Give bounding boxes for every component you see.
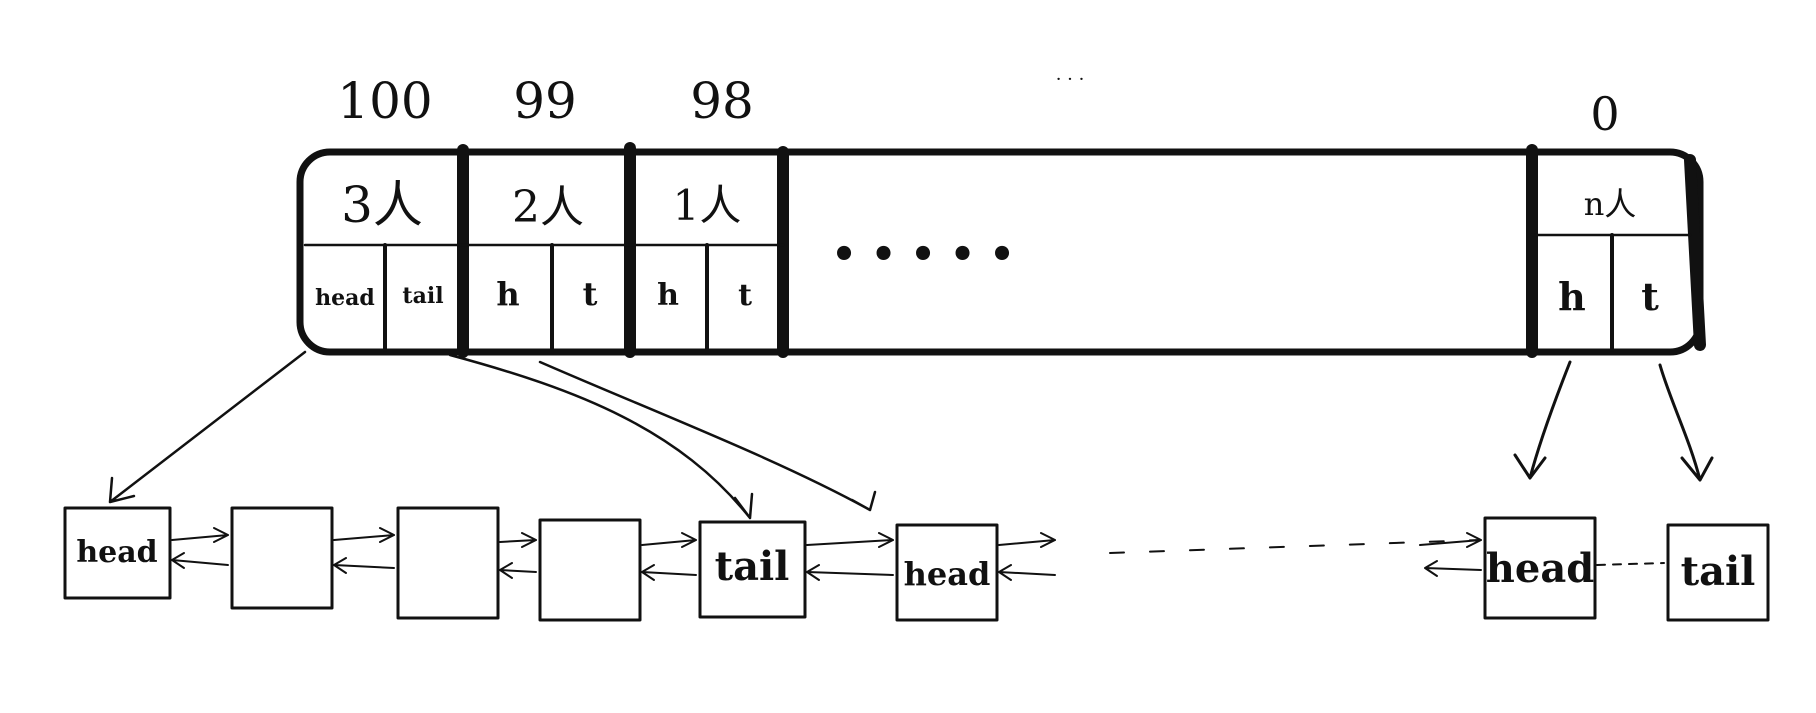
- bucket-count: 3人: [341, 176, 423, 234]
- next-arrow: [499, 532, 537, 548]
- tail-pointer-arrow: [448, 353, 754, 520]
- list-node-label: head: [904, 555, 991, 593]
- index-label-100: 100: [337, 72, 432, 130]
- next-arrow: [333, 527, 395, 543]
- prev-arrow: [171, 552, 229, 569]
- list-node-label: head: [1486, 545, 1594, 592]
- next-arrow: [998, 532, 1056, 548]
- list-node: [1666, 523, 1770, 622]
- index-label-98: 98: [690, 72, 754, 130]
- bucket-head-label: head: [315, 285, 375, 311]
- prev-arrow: [333, 557, 395, 574]
- index-label-99: 99: [513, 72, 577, 130]
- bucket-tail-label: tail: [402, 283, 443, 309]
- list-node: [230, 506, 334, 610]
- top-ellipsis: · · ·: [1056, 69, 1085, 90]
- next-arrow: [641, 532, 697, 548]
- list-node: [396, 506, 500, 620]
- bucket-count: 2人: [512, 182, 584, 233]
- tail-pointer-arrow: [1658, 363, 1714, 482]
- list-node-label: head: [76, 535, 157, 570]
- list-node: [1483, 516, 1597, 620]
- list-node: [895, 523, 999, 622]
- list-node: [698, 520, 807, 619]
- head-pointer-arrow: [1513, 360, 1572, 480]
- list-node-label: tail: [1681, 548, 1756, 595]
- head-pointer-arrow: [108, 350, 307, 504]
- tail-pointer-arrow: [538, 360, 877, 512]
- prev-arrow: [641, 564, 697, 581]
- bucket-head-label: h: [1558, 274, 1586, 319]
- bucket-array-right-edge: [1684, 154, 1706, 351]
- prev-arrow: [499, 562, 537, 579]
- list-node: [538, 518, 642, 622]
- bucket-count: 1人: [673, 181, 742, 230]
- list-node: [63, 506, 172, 600]
- bucket-tail-label: t: [583, 275, 598, 313]
- list-gap-dashes: [1109, 539, 1481, 554]
- next-arrow: [1419, 532, 1482, 548]
- prev-arrow: [998, 564, 1056, 581]
- list-node-label: tail: [715, 543, 790, 590]
- list-gap-dashes: [1596, 562, 1665, 566]
- prev-arrow: [1424, 560, 1482, 577]
- bucket-count: n人: [1584, 185, 1637, 223]
- next-arrow: [171, 527, 229, 543]
- bucket-head-label: h: [657, 278, 679, 313]
- next-arrow: [806, 532, 894, 548]
- bucket-tail-label: t: [738, 278, 752, 313]
- array-ellipsis: • • • • •: [831, 231, 1015, 278]
- bucket-head-label: h: [496, 275, 519, 313]
- bucket-tail-label: t: [1641, 274, 1659, 319]
- prev-arrow: [806, 564, 894, 581]
- index-label-0: 0: [1590, 87, 1619, 141]
